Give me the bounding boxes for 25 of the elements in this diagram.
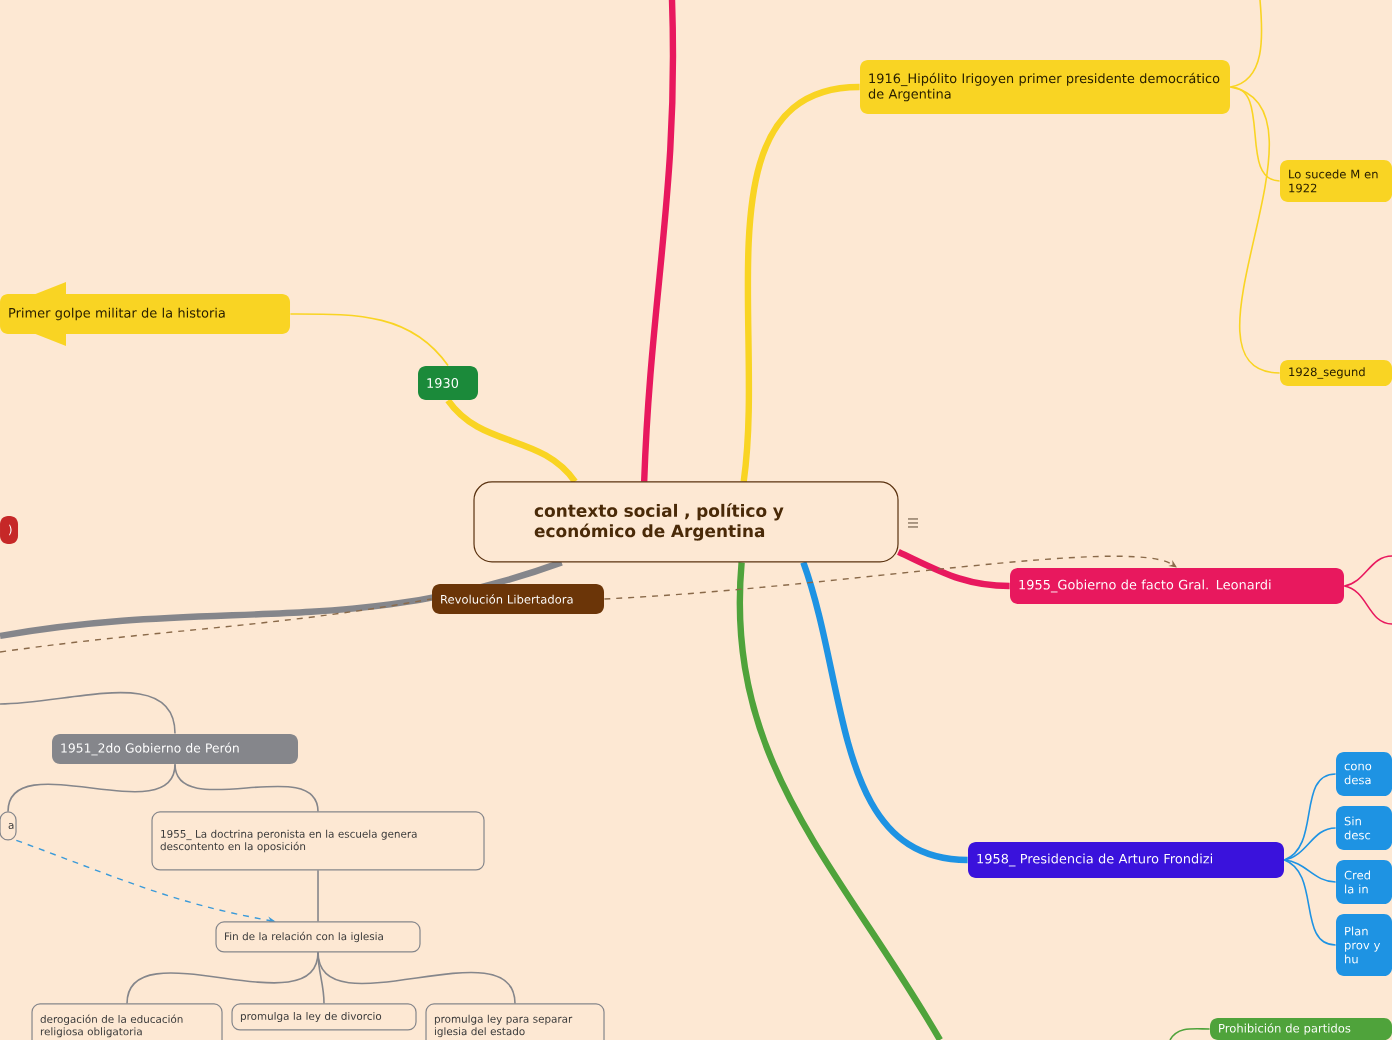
dashed-arrow	[603, 555, 1177, 600]
branch-line	[317, 951, 325, 1005]
branch-line	[1169, 1027, 1211, 1040]
branch-line	[740, 83, 861, 482]
branch-line	[317, 951, 516, 1005]
branch-line	[289, 313, 449, 367]
branch-line	[640, 0, 677, 482]
branch-line	[0, 559, 563, 640]
branch-line	[0, 691, 176, 735]
branch-line	[317, 869, 319, 923]
branch-line	[897, 548, 1010, 590]
branch-line	[445, 398, 578, 484]
branch-line	[736, 562, 943, 1040]
branch-line	[1343, 555, 1392, 587]
branch-line	[7, 763, 176, 813]
branch-line	[800, 561, 968, 864]
branch-line	[174, 763, 319, 813]
branch-line	[1283, 827, 1337, 861]
branch-line	[1283, 773, 1337, 861]
branch-line	[1283, 859, 1337, 946]
branch-line	[1229, 86, 1281, 374]
central-topic-box: contexto social , político y económico de Argentina	[473, 481, 899, 563]
branch-line	[1343, 585, 1392, 625]
branch-line	[1283, 859, 1337, 883]
branch-line	[1229, 0, 1263, 88]
